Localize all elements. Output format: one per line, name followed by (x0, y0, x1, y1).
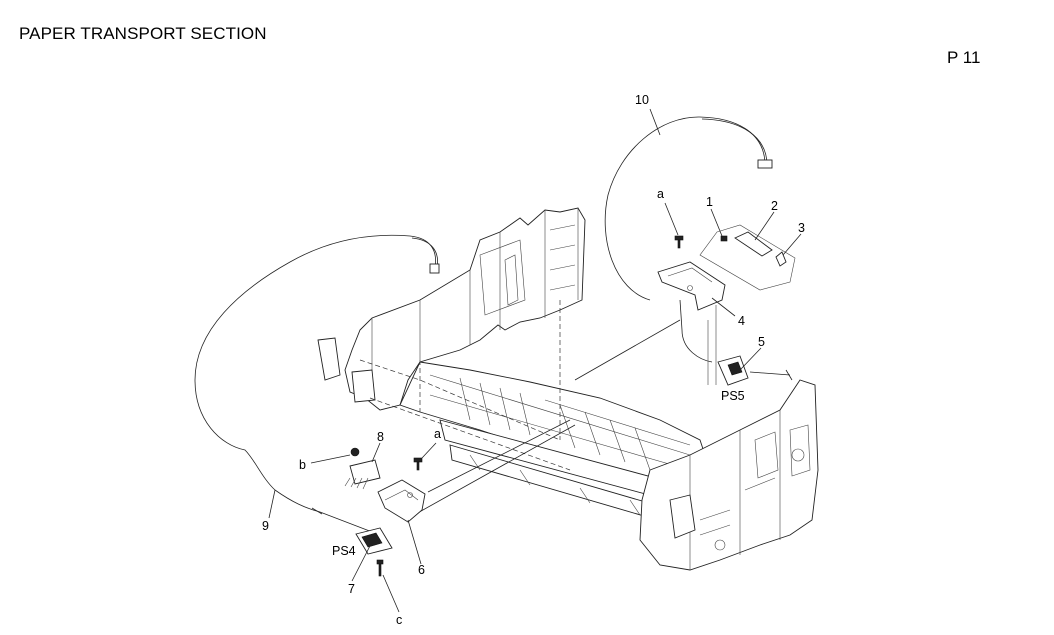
callout-4: 4 (738, 314, 745, 328)
harness-9 (194, 234, 440, 536)
callout-1: 1 (706, 195, 713, 209)
callout-9: 9 (262, 519, 269, 533)
callout-5: 5 (758, 335, 765, 349)
callout-3: 3 (798, 221, 805, 235)
callout-a-top: a (657, 187, 664, 201)
sensor-assembly-ps4 (344, 447, 426, 577)
label-ps4: PS4 (332, 544, 356, 558)
callout-8: 8 (377, 430, 384, 444)
callout-c: c (396, 613, 402, 627)
callout-10: 10 (635, 93, 649, 107)
callout-leaders (268, 108, 802, 613)
callout-labels: 10 a 1 2 3 4 5 PS5 8 a b 9 PS4 6 7 c (262, 93, 805, 627)
part-3 (775, 251, 787, 267)
callout-b: b (299, 458, 306, 472)
section-title: PAPER TRANSPORT SECTION (19, 24, 267, 43)
part-8 (349, 459, 381, 485)
transport-frame (317, 207, 819, 571)
label-ps5: PS5 (721, 389, 745, 403)
page-number: P 11 (947, 48, 981, 67)
part-2 (734, 231, 773, 257)
reference-lines (359, 300, 681, 521)
callout-a-mid: a (434, 427, 441, 441)
sensor-assembly-ps5 (657, 224, 796, 386)
callout-7: 7 (348, 582, 355, 596)
part-6-bracket (377, 479, 426, 523)
callout-2: 2 (771, 199, 778, 213)
part-1 (720, 235, 728, 242)
callout-6: 6 (418, 563, 425, 577)
